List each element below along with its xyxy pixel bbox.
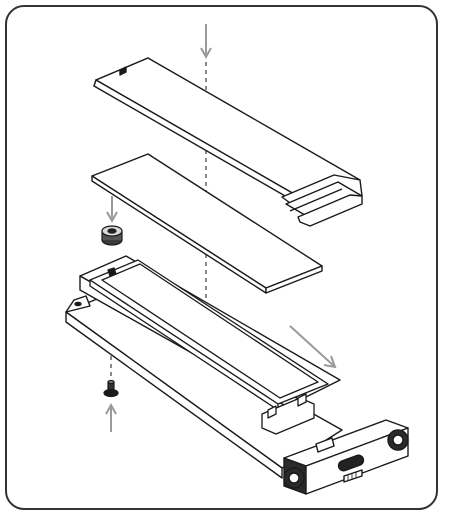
usb-c-end-cap [283,419,409,495]
top-heatsink-cover [93,57,363,227]
arrows [105,24,337,432]
mounting-screw [103,379,119,398]
standoff-nut [101,225,123,246]
cover-down-arrow [200,24,212,60]
ssd-module [89,259,329,435]
screw-up-arrow [105,402,117,432]
thermal-pad [91,153,323,294]
nut-down-arrow [106,196,118,224]
slide-in-arrow [289,325,337,369]
